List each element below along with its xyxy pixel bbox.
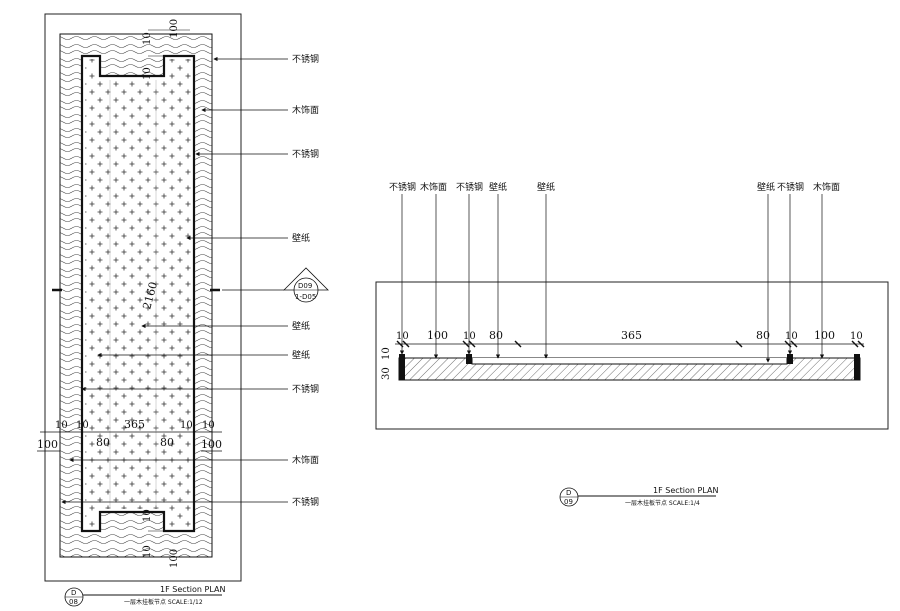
section-title-block: D 09 1F Section PLAN 一层木挂板节点 SCALE:1/4	[559, 486, 718, 507]
plan-dim-100-right: 100	[201, 438, 222, 451]
plan-dim-small-right: 10	[202, 420, 215, 431]
plan-label-wallpaper: 壁纸	[292, 232, 310, 244]
section-frame	[375, 281, 889, 430]
section-dim: 10	[463, 331, 476, 342]
section-label-stainless: 不锈钢	[777, 181, 804, 193]
section-label-wallpaper: 壁纸	[489, 181, 507, 193]
plan-wallpaper-fill	[85, 59, 191, 528]
section-drawing: 10 100 10 80 365 80 10 100 10 10 30 不锈钢 …	[375, 181, 889, 507]
plan-bubble-number: 08	[69, 598, 78, 606]
plan-label-wallpaper: 壁纸	[292, 320, 310, 332]
plan-dim-bottom-small: 10	[142, 509, 153, 522]
section-dim: 80	[756, 329, 770, 342]
section-label-wallpaper: 壁纸	[757, 181, 775, 193]
plan-title-en: 1F Section PLAN	[160, 585, 225, 594]
plan-label-stainless: 不锈钢	[292, 383, 319, 395]
plan-leaders	[61, 56, 288, 505]
callout-ref: 1-D05	[295, 293, 316, 301]
callout-id: D09	[298, 282, 312, 290]
plan-dim-top-small: 10	[142, 32, 153, 45]
section-steel-end	[854, 354, 860, 380]
section-steel-end	[399, 354, 405, 380]
section-dim: 10	[850, 331, 863, 342]
plan-dim-80-right: 80	[160, 436, 174, 449]
plan-dim-80-left: 80	[96, 436, 110, 449]
plan-bubble-letter: D	[71, 589, 76, 597]
section-panel-recess	[471, 358, 788, 365]
section-title-cn: 一层木挂板节点 SCALE:1/4	[625, 499, 700, 507]
plan-drawing: 100 10 10 100 10 10 2160 10 10 365 10 10…	[37, 13, 329, 607]
section-dim: 80	[489, 329, 503, 342]
section-label-stainless: 不锈钢	[389, 181, 416, 193]
plan-title-cn: 一层木挂板节点 SCALE:1/12	[124, 598, 203, 606]
section-side-dim: 10	[381, 347, 392, 360]
section-dim-ticks	[396, 340, 865, 348]
plan-label-wallpaper: 壁纸	[292, 349, 310, 361]
section-label-stainless: 不锈钢	[456, 181, 483, 193]
plan-label-wood: 木饰面	[292, 104, 319, 116]
section-leaders	[399, 194, 825, 363]
section-title-en: 1F Section PLAN	[653, 486, 718, 495]
section-dim: 10	[785, 331, 798, 342]
section-dim: 100	[427, 329, 448, 342]
section-label-wallpaper: 壁纸	[537, 181, 555, 193]
section-bubble-letter: D	[566, 489, 571, 497]
plan-dim-small-left: 10	[76, 420, 89, 431]
plan-dim-top-small: 10	[142, 67, 153, 80]
plan-label-stainless: 不锈钢	[292, 496, 319, 508]
plan-dim-small-left: 10	[55, 420, 68, 431]
section-dim: 10	[396, 331, 409, 342]
plan-dim-100-left: 100	[37, 438, 58, 451]
plan-frame	[44, 13, 242, 582]
plan-dim-width: 365	[124, 418, 145, 431]
section-dim: 100	[814, 329, 835, 342]
plan-dim-bottom-small: 10	[142, 545, 153, 558]
plan-dim-bottom: 100	[169, 549, 180, 568]
section-dim: 365	[621, 329, 642, 342]
section-callout: D09 1-D05	[222, 267, 329, 303]
plan-label-stainless: 不锈钢	[292, 148, 319, 160]
section-steel-mid	[466, 354, 472, 364]
section-label-wood: 木饰面	[420, 181, 447, 193]
plan-title-block: D 08 1F Section PLAN 一层木挂板节点 SCALE:1/12	[64, 585, 225, 607]
plan-dim-top: 100	[169, 19, 180, 38]
plan-label-wood: 木饰面	[292, 454, 319, 466]
section-steel-mid	[787, 354, 793, 364]
section-label-wood: 木饰面	[813, 181, 840, 193]
section-side-dim: 30	[381, 367, 392, 380]
plan-dim-small-right: 10	[180, 420, 193, 431]
section-bubble-number: 09	[564, 498, 573, 506]
plan-label-stainless: 不锈钢	[292, 53, 319, 65]
